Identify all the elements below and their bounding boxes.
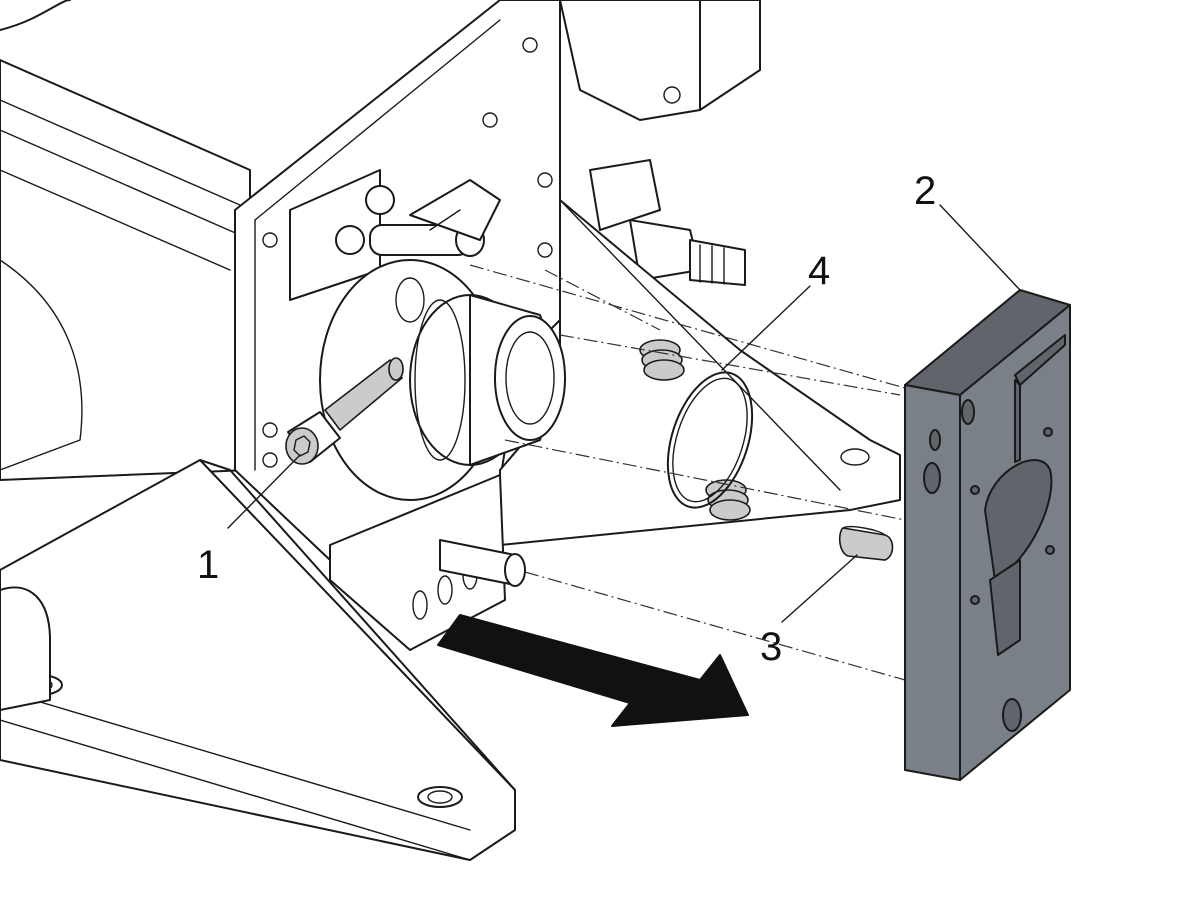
callout-3: 3: [760, 625, 782, 669]
callout-1: 1: [197, 543, 219, 587]
spring-upper: [639, 339, 685, 381]
hub-assembly: [319, 259, 566, 501]
callout-2: 2: [914, 169, 936, 213]
callout-4: 4: [808, 249, 830, 293]
callout-leaders: [227, 204, 1021, 623]
snap-ring-part-4: [666, 371, 754, 509]
removal-direction-arrow: [437, 614, 749, 727]
upper-mechanism: [289, 0, 761, 301]
key-part-3: [838, 526, 894, 561]
base-frame: [0, 459, 516, 861]
assembly-centerlines: [469, 264, 906, 681]
cap-screw-part-1: [285, 357, 404, 465]
adapter-plate-part-2: [904, 289, 1071, 781]
spring-lower: [705, 479, 751, 521]
motor-housing: [0, 0, 251, 481]
